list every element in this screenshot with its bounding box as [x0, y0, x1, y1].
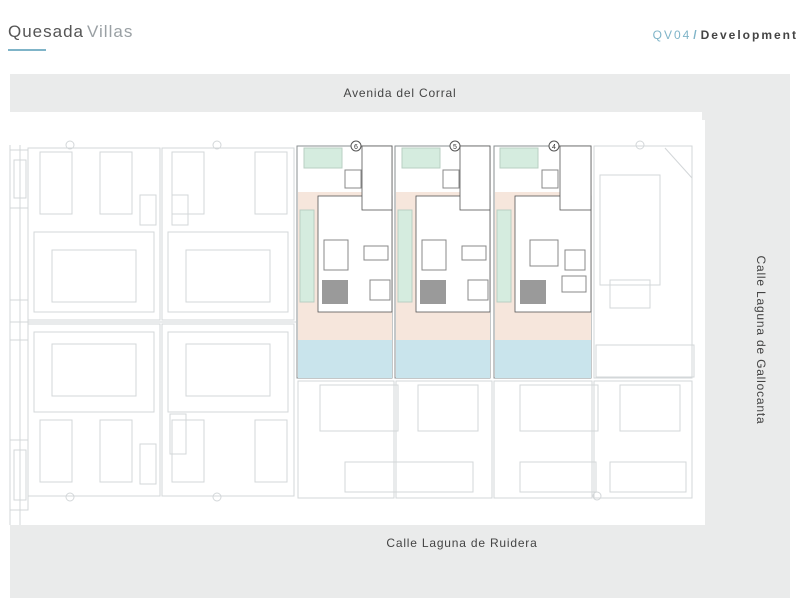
doc-separator: /: [693, 28, 699, 42]
plot-linework: [9, 140, 695, 525]
street-label-north: Avenida del Corral: [343, 86, 457, 100]
plot-marker-6: 6: [354, 144, 358, 151]
doc-title: Development: [700, 28, 798, 42]
villa-plot-5: [394, 140, 491, 379]
document-reference: QV04/Development: [653, 28, 798, 42]
plot-marker-4: 4: [552, 144, 556, 151]
road-band: [10, 74, 790, 598]
street-label-south: Calle Laguna de Ruidera: [386, 536, 538, 550]
brand-underline: [8, 49, 46, 51]
doc-code: QV04: [652, 28, 692, 42]
brand-secondary: Villas: [87, 22, 134, 41]
street-label-east: Calle Laguna de Gallocanta: [754, 255, 768, 425]
villa-plot-6: [296, 140, 393, 379]
highlighted-villas: [296, 140, 592, 379]
brand-primary: Quesada: [8, 22, 84, 41]
plot-marker-5: 5: [453, 144, 457, 151]
villa-plot-4: [493, 140, 592, 379]
